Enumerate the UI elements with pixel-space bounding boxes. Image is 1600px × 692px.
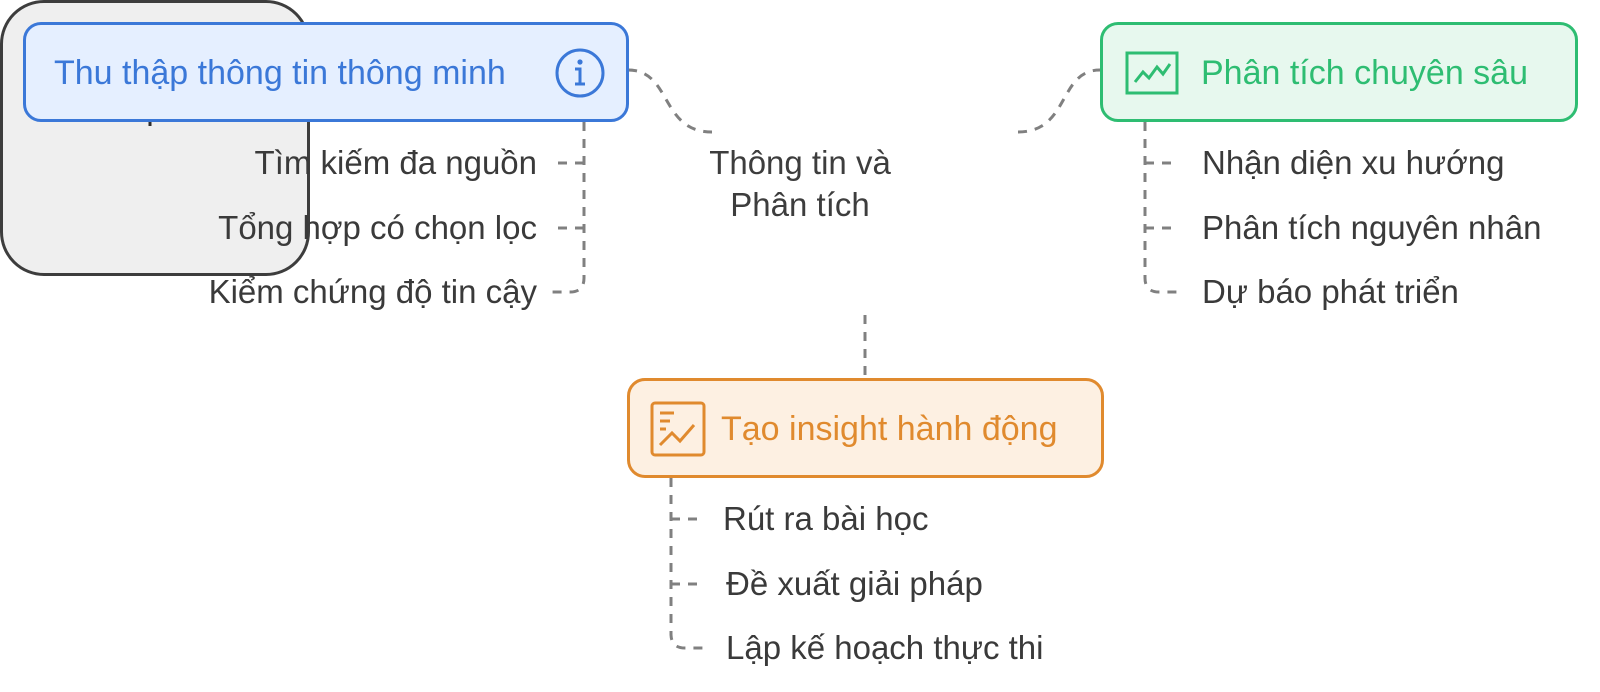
info-icon <box>555 48 605 98</box>
analyze-item: Nhận diện xu hướng <box>1202 144 1505 181</box>
insight-branch-box: Tạo insight hành động <box>627 378 1104 478</box>
analyze-branch-box: Phân tích chuyên sâu <box>1100 22 1578 122</box>
connector-analyze-spine <box>1143 122 1178 294</box>
connector-insight-spine <box>669 478 705 650</box>
collect-branch-box: Thu thập thông tin thông minh <box>23 22 629 122</box>
center-title-line1: Thông tin và <box>709 144 891 181</box>
connector-collect-spine <box>552 122 586 294</box>
analyze-branch-title: Phân tích chuyên sâu <box>1201 54 1529 92</box>
insight-item: Đề xuất giải pháp <box>726 565 983 602</box>
connector-center-analyze <box>1017 68 1101 134</box>
insight-item: Rút ra bài học <box>723 500 929 537</box>
trend-report-icon <box>650 401 706 457</box>
analyze-item: Dự báo phát triển <box>1202 273 1459 310</box>
analyze-item: Phân tích nguyên nhân <box>1202 209 1542 246</box>
insight-branch-title: Tạo insight hành động <box>721 410 1058 448</box>
line-chart-icon <box>1125 51 1179 95</box>
connector-center-collect <box>627 68 713 134</box>
collect-branch-title: Thu thập thông tin thông minh <box>54 54 506 92</box>
center-title-line2: Phân tích <box>730 186 870 223</box>
center-title: Thông tin và Phân tích <box>0 142 1600 226</box>
insight-item: Lập kế hoạch thực thi <box>726 629 1044 666</box>
collect-item: Tổng hợp có chọn lọc <box>218 209 537 246</box>
collect-item: Kiểm chứng độ tin cậy <box>208 273 537 310</box>
collect-item: Tìm kiếm đa nguồn <box>254 144 537 181</box>
